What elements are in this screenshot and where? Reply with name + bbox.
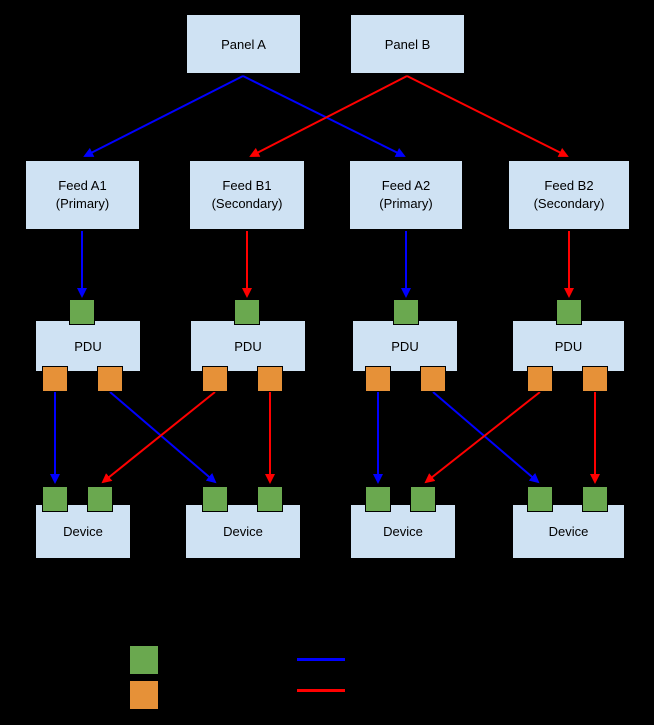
node-feed-a1: Feed A1 (Primary) xyxy=(25,160,140,230)
node-label: PDU xyxy=(74,338,102,354)
node-pdu-2: PDU xyxy=(190,320,306,372)
node-label: Device xyxy=(383,524,423,539)
device2-input-port-2 xyxy=(257,486,283,512)
node-pdu-1: PDU xyxy=(35,320,141,372)
node-label: PDU xyxy=(391,338,419,354)
pdu4-output-port-2 xyxy=(582,366,608,392)
node-device-2: Device xyxy=(185,504,301,559)
pdu1-output-port-1 xyxy=(42,366,68,392)
device2-input-port-1 xyxy=(202,486,228,512)
device4-input-port-2 xyxy=(582,486,608,512)
edge-pdu3-out2-to-device4-in1 xyxy=(432,391,540,484)
pdu1-output-port-2 xyxy=(97,366,123,392)
node-label: Device xyxy=(548,524,589,539)
node-feed-b2: Feed B2 (Secondary) xyxy=(508,160,630,230)
node-label: Panel B xyxy=(384,36,431,52)
pdu2-output-port-1 xyxy=(202,366,228,392)
device3-input-port-1 xyxy=(365,486,391,512)
pdu4-output-port-1 xyxy=(527,366,553,392)
node-panel-a: Panel A xyxy=(186,14,301,74)
node-label: PDU xyxy=(234,338,262,354)
pdu3-input-port xyxy=(393,299,419,325)
pdu2-input-port xyxy=(234,299,260,325)
node-device-1: Device xyxy=(35,504,131,559)
pdu3-output-port-2 xyxy=(420,366,446,392)
pdu1-input-port xyxy=(69,299,95,325)
node-label: Device xyxy=(63,524,103,539)
edge-pdu4-out1-to-device3-in2 xyxy=(424,391,541,484)
device4-input-port-1 xyxy=(527,486,553,512)
edge-panel-a-to-feed-a1 xyxy=(83,75,244,157)
device1-input-port-1 xyxy=(42,486,68,512)
node-label: PDU xyxy=(554,338,583,354)
node-label: Feed A1 (Primary) xyxy=(55,177,110,211)
red-line-swatch xyxy=(297,689,345,692)
edge-pdu1-out2-to-device2-in1 xyxy=(109,391,217,484)
node-pdu-3: PDU xyxy=(352,320,458,372)
pdu2-output-port-2 xyxy=(257,366,283,392)
orange-square-swatch xyxy=(129,680,159,710)
edge-panel-b-to-feed-b2 xyxy=(406,75,569,157)
node-panel-b: Panel B xyxy=(350,14,465,74)
node-label: Panel A xyxy=(221,36,266,52)
green-square-swatch xyxy=(129,645,159,675)
node-label: Feed B1 (Secondary) xyxy=(211,177,283,211)
edge-panel-a-to-feed-a2 xyxy=(242,75,406,157)
node-device-3: Device xyxy=(350,504,456,559)
node-pdu-4: PDU xyxy=(512,320,625,372)
device1-input-port-2 xyxy=(87,486,113,512)
pdu4-input-port xyxy=(556,299,582,325)
edge-panel-b-to-feed-b1 xyxy=(249,75,408,157)
device3-input-port-2 xyxy=(410,486,436,512)
node-label: Device xyxy=(223,524,263,539)
edge-pdu2-out1-to-device1-in2 xyxy=(101,391,216,484)
node-feed-b1: Feed B1 (Secondary) xyxy=(189,160,305,230)
pdu3-output-port-1 xyxy=(365,366,391,392)
node-device-4: Device xyxy=(512,504,625,559)
blue-line-swatch xyxy=(297,658,345,661)
node-label: Feed A2 (Primary) xyxy=(379,177,433,211)
node-feed-a2: Feed A2 (Primary) xyxy=(349,160,463,230)
node-label: Feed B2 (Secondary) xyxy=(533,177,605,211)
